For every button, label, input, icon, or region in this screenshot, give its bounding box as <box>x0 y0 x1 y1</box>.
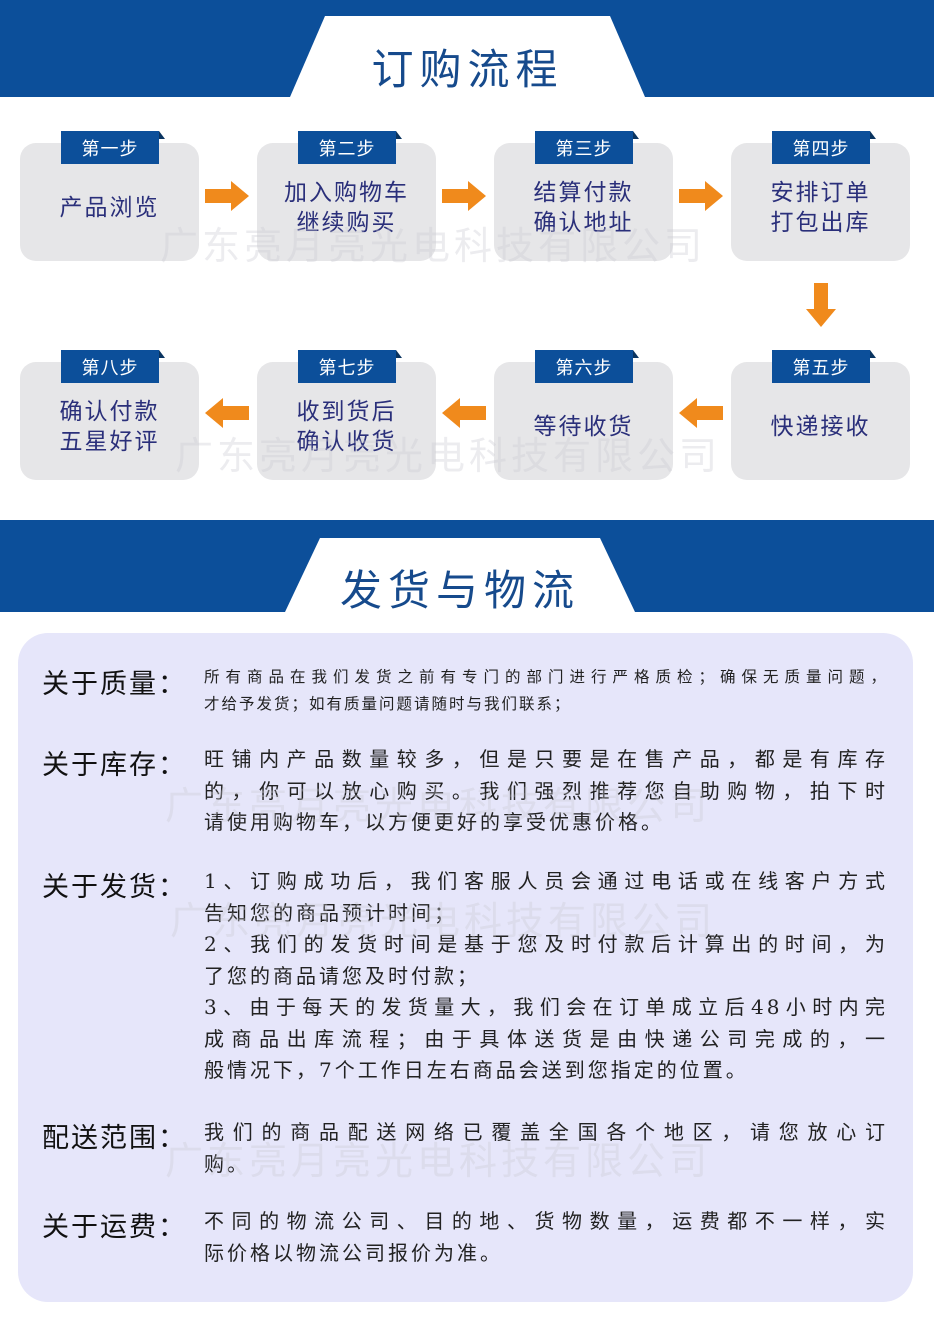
step-text: 确认地址 <box>533 210 634 236</box>
info-line: 际价格以物流公司报价为准。 <box>204 1240 503 1265</box>
info-text: 不同的物流公司、目的地、货物数量，运费都不一样，实际价格以物流公司报价为准。 <box>204 1206 888 1269</box>
arrow-left-icon <box>679 398 723 432</box>
info-text: 我们的商品配送网络已覆盖全国各个地区，请您放心订购。 <box>204 1117 888 1180</box>
info-line: 不同的物流公司、目的地、货物数量，运费都不一样，实 <box>204 1209 888 1233</box>
step-text: 确认收货 <box>296 429 397 455</box>
step-text: 结算付款 <box>533 180 634 206</box>
info-line: 2、我们的发货时间是基于您及时付款后计算出的时间，为 <box>204 932 888 956</box>
arrow-right-icon <box>205 181 249 215</box>
step-badge: 第五步 <box>772 350 876 383</box>
info-line: 的，你可以放心购买。我们强烈推荐您自助购物，拍下时 <box>204 778 888 803</box>
info-text: 1、订购成功后，我们客服人员会通过电话或在线客户方式告知您的商品预计时间； 2、我… <box>204 866 888 1087</box>
step-text: 打包出库 <box>770 210 871 236</box>
info-line: 才给予发货；如有质量问题请随时与我们联系； <box>204 695 572 713</box>
step-text: 继续购买 <box>296 210 397 236</box>
info-line: 了您的商品请您及时付款； <box>204 963 480 988</box>
info-label: 配送范围： <box>42 1123 187 1154</box>
step-text: 加入购物车 <box>284 180 409 206</box>
step-box: 产品浏览 <box>20 143 199 261</box>
info-line: 所有商品在我们发货之前有专门的部门进行严格质检；确保无质量问题， <box>204 668 888 686</box>
step-badge: 第八步 <box>61 350 165 383</box>
step-badge: 第七步 <box>298 350 402 383</box>
info-line: 成商品出库流程；由于具体送货是由快递公司完成的，一 <box>204 1026 888 1051</box>
info-text: 旺铺内产品数量较多，但是只要是在售产品，都是有库存的，你可以放心购买。我们强烈推… <box>204 744 888 839</box>
step-text: 等待收货 <box>533 414 634 440</box>
step-badge: 第四步 <box>772 131 876 164</box>
info-line: 般情况下，7个工作日左右商品会送到您指定的位置。 <box>204 1058 749 1082</box>
arrow-down-icon <box>806 283 836 331</box>
step-badge: 第一步 <box>61 131 165 164</box>
shipping-info-panel <box>18 633 913 1302</box>
arrow-left-icon <box>205 398 249 432</box>
step-text: 确认付款 <box>59 399 160 425</box>
info-line: 请使用购物车，以方便更好的享受优惠价格。 <box>204 810 664 834</box>
info-line: 告知您的商品预计时间； <box>204 900 457 925</box>
step-text: 安排订单 <box>770 180 871 206</box>
step-text: 快递接收 <box>770 414 871 440</box>
info-label: 关于库存： <box>42 750 187 781</box>
shipping-section-title: 发货与物流 <box>339 566 580 615</box>
order-banner-tab <box>290 16 645 97</box>
step-text: 五星好评 <box>59 429 160 455</box>
info-line: 购。 <box>204 1151 250 1176</box>
step-box: 结算付款确认地址 <box>494 143 673 261</box>
info-line: 1、订购成功后，我们客服人员会通过电话或在线客户方式 <box>204 869 888 893</box>
step-badge: 第三步 <box>535 131 639 164</box>
arrow-left-icon <box>442 398 486 432</box>
info-text: 所有商品在我们发货之前有专门的部门进行严格质检；确保无质量问题， 才给予发货；如有… <box>204 664 888 718</box>
info-label: 关于质量： <box>42 669 187 700</box>
step-badge: 第二步 <box>298 131 402 164</box>
order-section-title: 订购流程 <box>371 45 564 94</box>
info-line: 3、由于每天的发货量大，我们会在订单成立后48小时内完 <box>204 995 888 1019</box>
info-label: 关于发货： <box>42 872 187 903</box>
shipping-banner-tab <box>285 538 635 612</box>
info-label: 关于运费： <box>42 1212 187 1243</box>
step-text: 产品浏览 <box>59 195 160 221</box>
info-line: 我们的商品配送网络已覆盖全国各个地区，请您放心订 <box>204 1120 888 1144</box>
info-line: 旺铺内产品数量较多，但是只要是在售产品，都是有库存 <box>204 747 888 771</box>
arrow-right-icon <box>442 181 486 215</box>
arrow-right-icon <box>679 181 723 215</box>
step-badge: 第六步 <box>535 350 639 383</box>
step-text: 收到货后 <box>296 399 397 425</box>
